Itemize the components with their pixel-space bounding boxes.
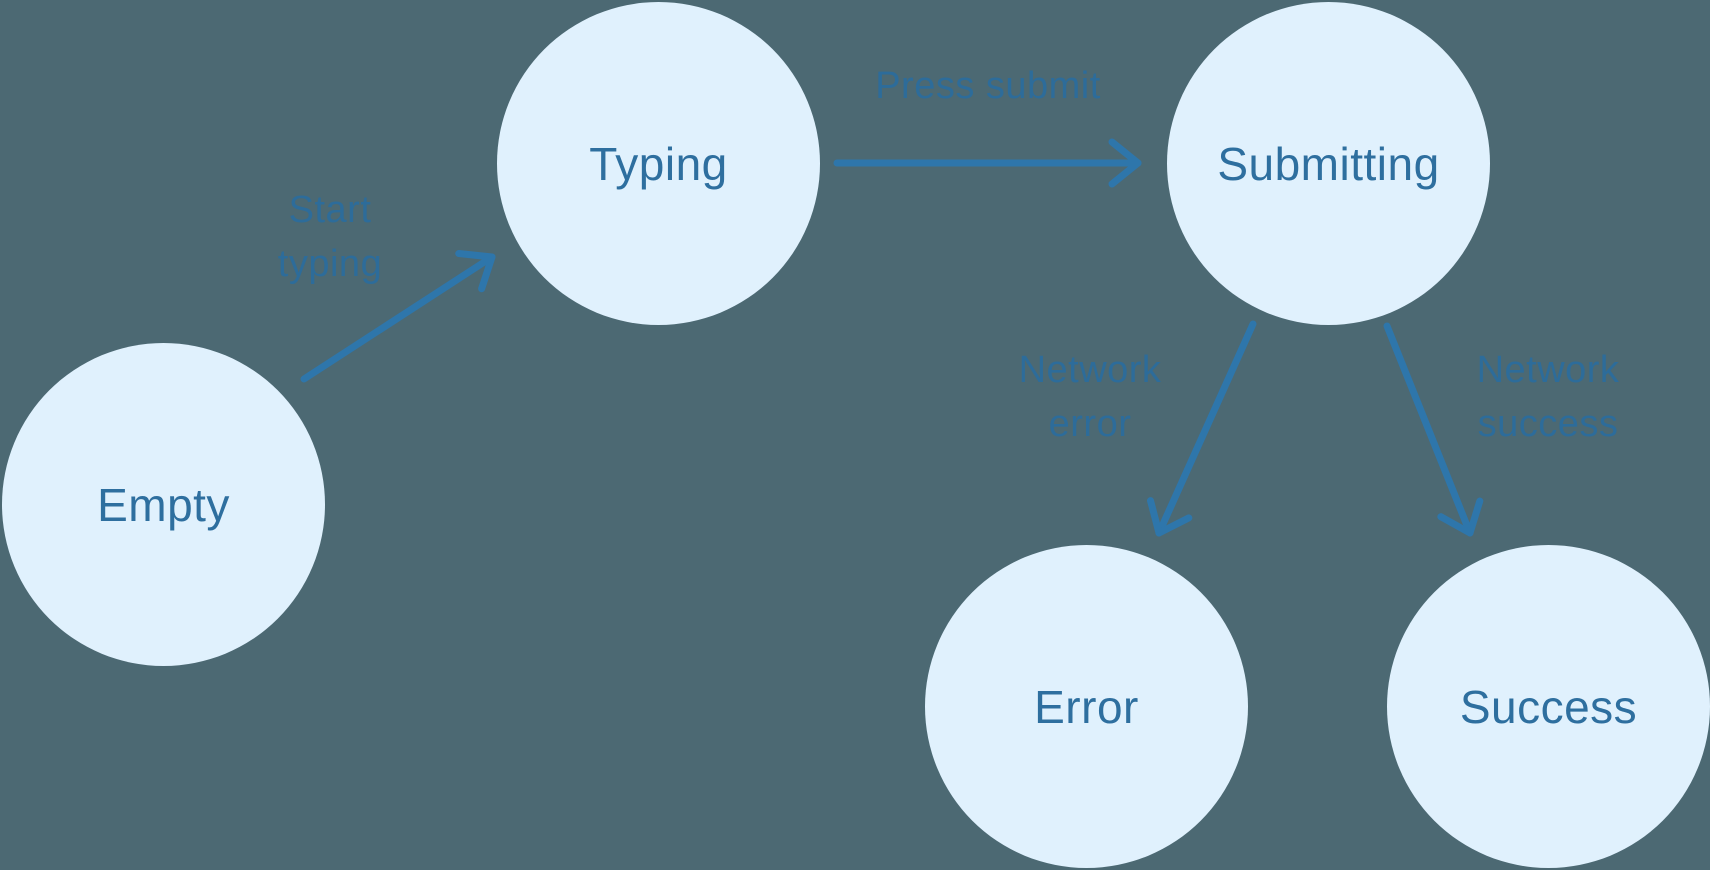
edge-label-start-typing: Start typing [277, 189, 383, 285]
state-node-success: Success [1387, 545, 1710, 868]
state-node-error-label: Error [1034, 680, 1139, 733]
edge-label-network-success: Network success [1476, 349, 1620, 445]
state-node-success-label: Success [1459, 680, 1638, 733]
state-node-empty-label: Empty [97, 478, 230, 531]
edge-arrow-submitting-to-error [1147, 320, 1257, 537]
state-node-typing: Typing [497, 2, 820, 325]
state-node-typing-label: Typing [589, 137, 728, 190]
state-node-submitting-label: Submitting [1217, 137, 1440, 190]
edge-label-press-submit: Press submit [875, 65, 1101, 108]
state-node-empty: Empty [2, 343, 325, 666]
state-node-submitting: Submitting [1167, 2, 1490, 325]
edge-arrow-submitting-to-success [1383, 322, 1484, 537]
state-node-error: Error [925, 545, 1248, 868]
edge-label-network-error: Network error [1018, 349, 1162, 445]
